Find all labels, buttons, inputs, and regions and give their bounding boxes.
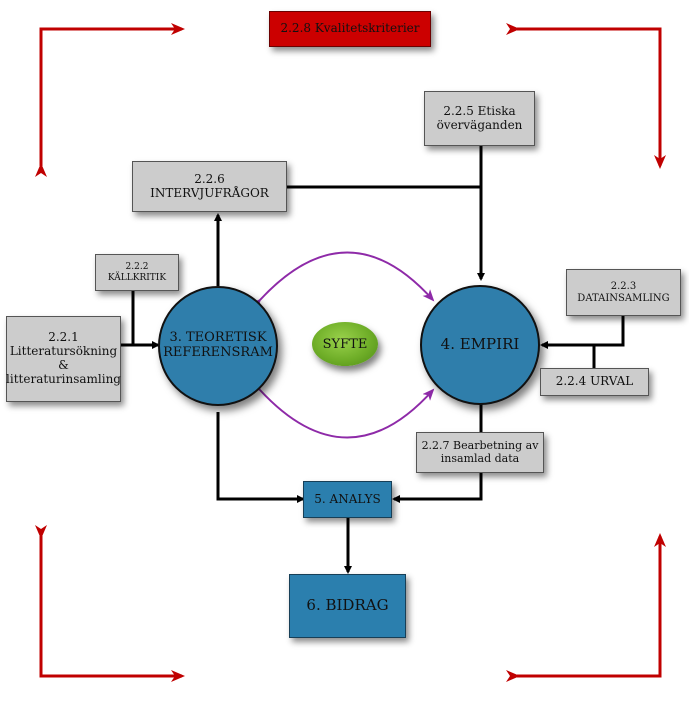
teoretisk-label-2: REFERENSRAM [163, 345, 273, 360]
kallkritik-label-2: KÄLLKRITIK [107, 272, 167, 283]
connector-datainsamling [540, 316, 625, 349]
teoretisk-label-1: 3. TEORETISK [169, 330, 267, 346]
urval-box: 2.2.4 URVAL [540, 368, 649, 396]
litteratur-label-4: litteraturinsamling [6, 371, 121, 386]
empiri-node: 4. EMPIRI [420, 285, 540, 405]
analys-box: 5. ANALYS [303, 481, 392, 518]
teoretisk-referensram-node: 3. TEORETISK REFERENSRAM [158, 286, 278, 406]
curved-arrow-top [249, 251, 435, 311]
litteratur-label-3: & [58, 358, 69, 372]
datainsamling-label-2: DATAINSAMLING [577, 292, 670, 304]
corner-arrow-bottom-left [35, 525, 185, 682]
urval-label: 2.2.4 URVAL [555, 374, 634, 389]
intervju-label-1: 2.2.6 [194, 171, 225, 186]
datainsamling-box: 2.2.3 DATAINSAMLING [566, 269, 681, 316]
etiska-label-1: 2.2.5 Etiska [443, 103, 516, 118]
bearbetning-label-2: insamlad data [440, 451, 520, 465]
corner-arrow-bottom-right [506, 533, 666, 682]
litteratur-label-2: Litteratursökning [9, 344, 118, 359]
datainsamling-label-1: 2.2.3 [610, 281, 637, 292]
syfte-label: SYFTE [322, 336, 368, 352]
kvalitetskriterier-label: 2.2.8 Kvalitetskriterier [280, 21, 420, 36]
bearbetning-label-1: 2.2.7 Bearbetning av [421, 438, 539, 452]
curved-arrow-bottom [249, 379, 435, 439]
bidrag-label: 6. BIDRAG [306, 596, 389, 615]
analys-label: 5. ANALYS [314, 491, 381, 506]
intervjufragor-box: 2.2.6 INTERVJUFRÅGOR [132, 161, 287, 212]
kvalitetskriterier-box: 2.2.8 Kvalitetskriterier [269, 11, 431, 47]
etiska-box: 2.2.5 Etiska överväganden [424, 91, 535, 146]
connector-teoretisk-to-analys [216, 412, 305, 503]
bidrag-box: 6. BIDRAG [289, 574, 406, 638]
corner-arrow-top-right [506, 23, 666, 169]
syfte-node: SYFTE [312, 322, 378, 366]
intervju-label-2: INTERVJUFRÅGOR [150, 185, 269, 200]
kallkritik-box: 2.2.2 KÄLLKRITIK [95, 254, 179, 291]
empiri-label: 4. EMPIRI [440, 335, 520, 354]
kallkritik-label-1: 2.2.2 [125, 262, 149, 273]
corner-arrow-top-left [35, 23, 185, 177]
bearbetning-box: 2.2.7 Bearbetning av insamlad data [416, 432, 544, 473]
litteratur-label-1: 2.2.1 [48, 330, 79, 345]
litteratur-box: 2.2.1 Litteratursökning & litteraturinsa… [6, 316, 121, 402]
etiska-label-2: överväganden [436, 117, 523, 132]
